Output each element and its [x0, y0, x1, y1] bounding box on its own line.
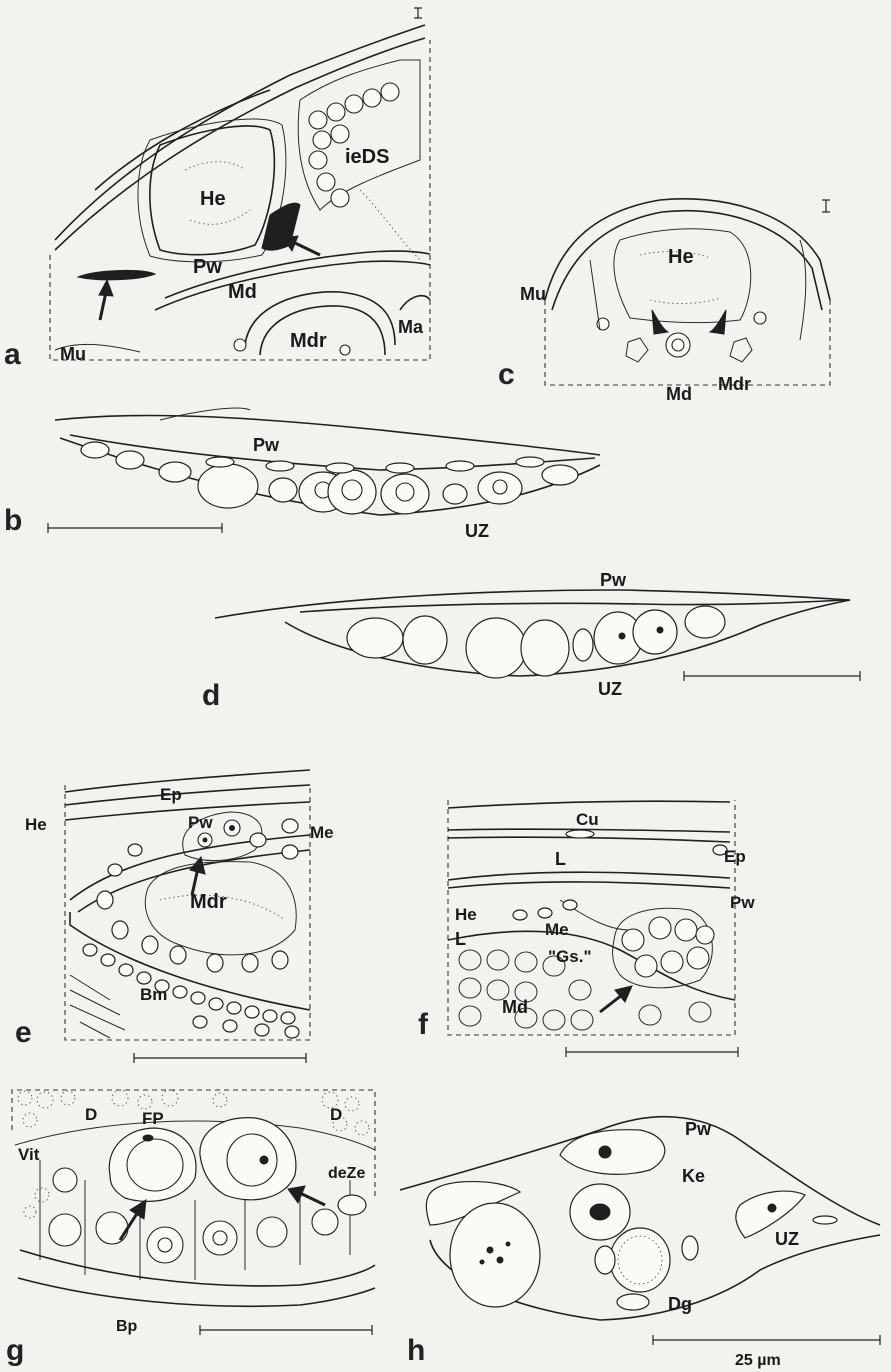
- panel-letter-g: g: [6, 1334, 24, 1367]
- label-e-Mdr: Mdr: [190, 891, 227, 913]
- arrow-a-2: [283, 236, 320, 255]
- label-f-Gs: "Gs.": [548, 947, 592, 966]
- panel-b-cells: [81, 442, 578, 514]
- ieDS-gland-cells: [309, 83, 399, 207]
- label-d-UZ: UZ: [598, 679, 622, 699]
- label-e-Bm: Bm: [140, 985, 167, 1004]
- label-f-Ep: Ep: [724, 847, 746, 866]
- label-f-Pw: Pw: [730, 893, 755, 912]
- label-a-ieDS: ieDS: [345, 146, 389, 168]
- arrow-g-2: [288, 1186, 325, 1205]
- panel-letter-a: a: [4, 338, 21, 371]
- label-h-Dg: Dg: [668, 1294, 692, 1314]
- panel-c: He Mu Md Mdr c: [498, 199, 830, 404]
- label-a-He: He: [200, 188, 226, 210]
- panel-letter-h: h: [407, 1334, 425, 1367]
- panel-b: Pw UZ b: [4, 408, 600, 541]
- label-e-Me: Me: [310, 823, 334, 842]
- label-g-Bp: Bp: [116, 1318, 138, 1335]
- label-f-Me: Me: [545, 920, 569, 939]
- label-e-He: He: [25, 815, 47, 834]
- label-f-Md: Md: [502, 997, 528, 1017]
- label-a-Md: Md: [228, 281, 257, 303]
- label-c-Mu: Mu: [520, 284, 546, 304]
- label-f-L2: L: [455, 929, 466, 949]
- panel-letter-f: f: [418, 1008, 429, 1041]
- panel-f: Cu L Ep He Me Pw L "Gs." Md f: [418, 800, 755, 1057]
- label-f-Cu: Cu: [576, 810, 599, 829]
- label-a-Mdr: Mdr: [290, 330, 327, 352]
- arrow-f: [600, 986, 632, 1012]
- label-g-FP: FP: [142, 1109, 164, 1128]
- panel-d: Pw UZ d: [202, 570, 860, 712]
- label-h-Pw: Pw: [685, 1119, 712, 1139]
- panel-letter-b: b: [4, 504, 22, 537]
- panel-g-D-granules: [18, 1090, 369, 1135]
- panel-letter-e: e: [15, 1016, 32, 1049]
- label-c-Mdr: Mdr: [718, 374, 751, 394]
- panel-g: D D FP Vit deZe Bp g: [6, 1090, 375, 1367]
- panel-letter-d: d: [202, 679, 220, 712]
- label-f-He: He: [455, 905, 477, 924]
- label-g-D2: D: [330, 1105, 342, 1124]
- label-e-Ep: Ep: [160, 785, 182, 804]
- panel-letter-c: c: [498, 358, 515, 391]
- label-g-D1: D: [85, 1105, 97, 1124]
- label-f-L: L: [555, 849, 566, 869]
- label-g-deZe: deZe: [328, 1165, 365, 1182]
- label-g-Vit: Vit: [18, 1145, 40, 1164]
- label-a-Ma: Ma: [398, 317, 424, 337]
- label-h-Ke: Ke: [682, 1166, 705, 1186]
- panel-f-Gs-cluster: [613, 908, 714, 988]
- panel-e: Ep He Pw Me Mdr Bm e: [15, 770, 334, 1063]
- label-c-Md: Md: [666, 384, 692, 404]
- arrow-a-1: [99, 280, 113, 320]
- label-d-Pw: Pw: [600, 570, 627, 590]
- scale-label-h: 25 µm: [735, 1352, 781, 1369]
- panel-a: He ieDS Pw Md Mdr Ma Mu a: [4, 8, 430, 371]
- label-a-Mu: Mu: [60, 344, 86, 364]
- label-a-Pw: Pw: [193, 256, 222, 278]
- label-c-He: He: [668, 246, 694, 268]
- panel-h: Pw Ke UZ Dg 25 µm h: [400, 1117, 880, 1369]
- label-e-Pw: Pw: [188, 813, 213, 832]
- label-b-Pw: Pw: [253, 435, 280, 455]
- label-b-UZ: UZ: [465, 521, 489, 541]
- panel-d-cells: [347, 606, 725, 678]
- label-h-UZ: UZ: [775, 1229, 799, 1249]
